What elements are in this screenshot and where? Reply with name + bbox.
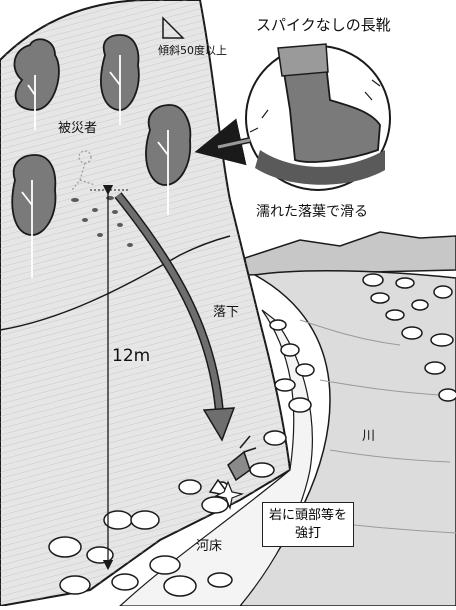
victim-label: 被災者 <box>58 121 98 136</box>
wet-leaves-label: 濡れた落葉で滑る <box>256 204 368 220</box>
height-label: 12m <box>112 346 151 366</box>
impact-line-2: 強打 <box>295 525 322 541</box>
impact-line-1: 岩に頭部等を <box>269 508 348 523</box>
slope-icon <box>162 16 185 39</box>
victim-figure <box>71 150 96 191</box>
boot-label: スパイクなしの長靴 <box>256 16 391 34</box>
slope-label: 傾斜50度以上 <box>158 44 227 57</box>
rocks <box>48 273 456 597</box>
riverbed-label: 河床 <box>196 539 223 554</box>
river-label: 川 <box>362 429 376 444</box>
fall-label: 落下 <box>213 305 240 320</box>
boot-inset <box>245 43 391 191</box>
impact-box: 岩に頭部等を 強打 <box>262 502 355 548</box>
trees <box>11 34 192 278</box>
far-mountains <box>244 231 456 276</box>
impact-star <box>214 480 245 511</box>
